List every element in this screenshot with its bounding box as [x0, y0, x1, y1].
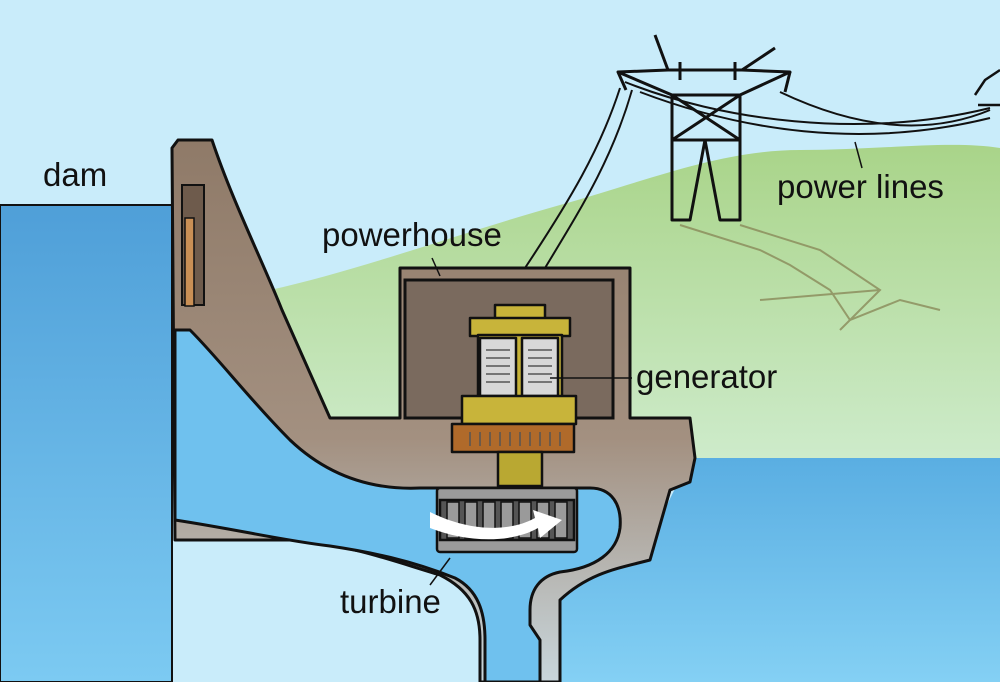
label-turbine: turbine [340, 583, 441, 620]
tailwater [560, 458, 1000, 682]
intake-gate [184, 217, 195, 307]
generator-coil-lines [469, 349, 561, 446]
power-line-wires [524, 81, 991, 269]
penstock [173, 328, 622, 682]
label-generator: generator [636, 358, 778, 395]
rotation-arrow [430, 510, 562, 540]
leader-lines [429, 141, 863, 586]
transmission-tower [616, 34, 792, 222]
label-dam: dam [43, 156, 108, 193]
transmission-tower-far [973, 68, 1000, 107]
label-power-lines: power lines [777, 168, 944, 205]
label-powerhouse: powerhouse [322, 216, 502, 253]
generator [450, 303, 578, 488]
reservoir [0, 204, 173, 682]
tower-shadow [679, 224, 941, 331]
